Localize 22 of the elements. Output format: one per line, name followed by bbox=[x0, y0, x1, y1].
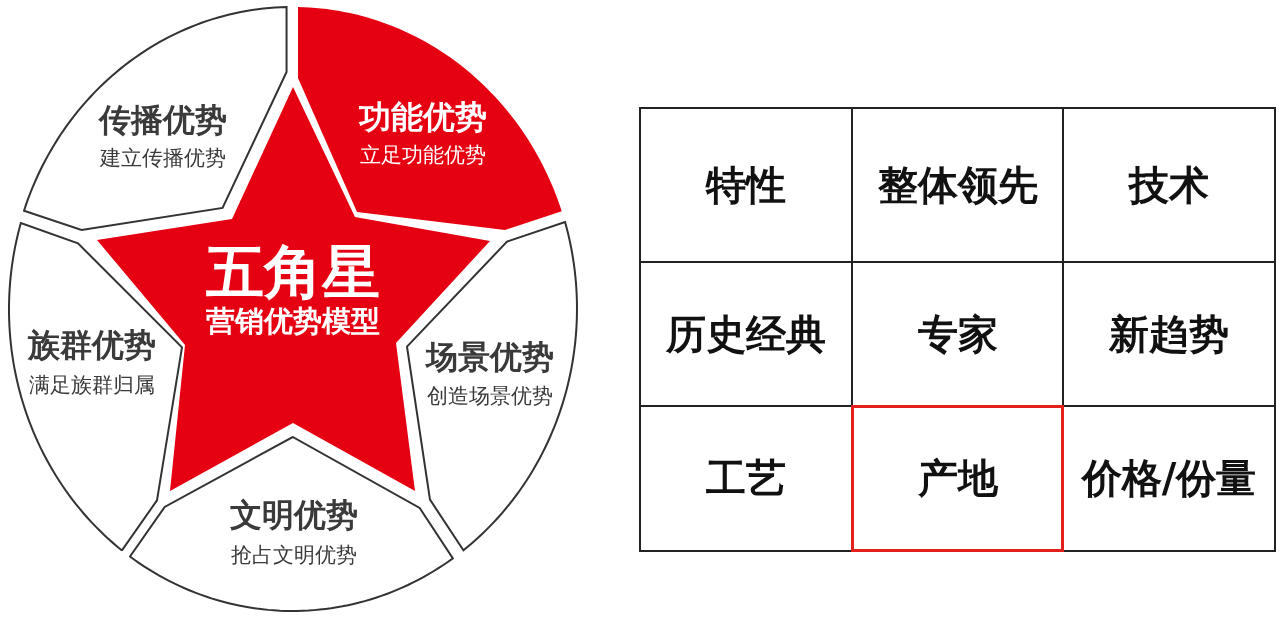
highlighted-cell: 产地 bbox=[851, 405, 1064, 552]
grid-cell: 特性 bbox=[639, 107, 853, 263]
grid-cell: 工艺 bbox=[639, 405, 853, 552]
segment-title: 传播优势 bbox=[99, 101, 227, 139]
segment-subtitle: 建立传播优势 bbox=[100, 145, 226, 171]
segment-subtitle: 满足族群归属 bbox=[29, 372, 155, 398]
star-title: 五角星 bbox=[206, 238, 380, 306]
ring-segment bbox=[8, 221, 183, 552]
segment-title: 功能优势 bbox=[359, 98, 487, 136]
segment-subtitle: 创造场景优势 bbox=[427, 383, 553, 409]
segment-subtitle: 抢占文明优势 bbox=[231, 542, 357, 568]
ring-segment bbox=[298, 7, 562, 230]
ring-segment bbox=[406, 221, 578, 552]
segment-title: 场景优势 bbox=[426, 338, 554, 376]
segment-subtitle: 立足功能优势 bbox=[360, 142, 486, 168]
ring-segment bbox=[129, 436, 455, 612]
star-subtitle: 营销优势模型 bbox=[206, 305, 380, 339]
segment-title: 文明优势 bbox=[230, 496, 358, 534]
grid-cell: 技术 bbox=[1062, 107, 1276, 263]
ring-segment bbox=[23, 6, 288, 231]
grid-cell: 价格/份量 bbox=[1062, 405, 1276, 552]
segment-title: 族群优势 bbox=[28, 326, 156, 364]
